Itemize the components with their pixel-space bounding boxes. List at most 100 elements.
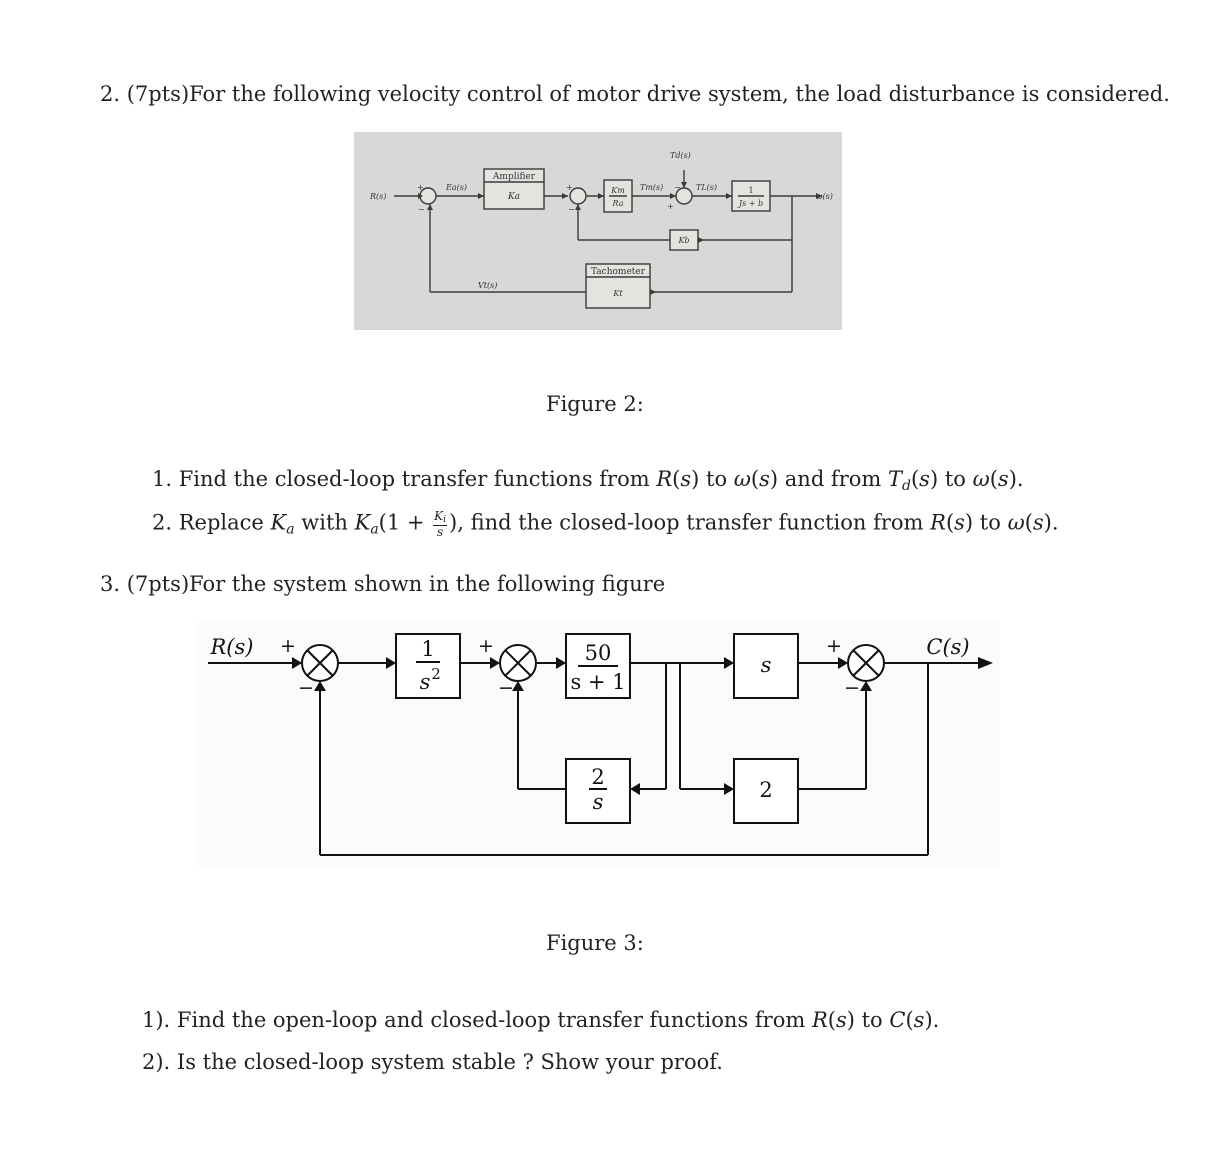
math-symbol: ) (449, 510, 458, 535)
math-subscript: a (370, 521, 379, 538)
q3-item-2: 2). Is the closed-loop system stable ? S… (142, 1050, 723, 1075)
math-symbol: R (811, 1008, 828, 1032)
figure-3-caption: Figure 3: (546, 931, 644, 955)
math-symbol: (1 + (378, 510, 432, 535)
block1-numerator: 1 (421, 637, 434, 661)
math-symbol: s (919, 467, 930, 491)
math-symbol: s (680, 467, 692, 491)
plus-sign: + (478, 635, 494, 657)
plus-sign: + (826, 635, 842, 657)
plus-sign: + (566, 183, 573, 192)
math-symbol: K (434, 509, 444, 523)
item-text: Find the closed-loop transfer functions … (178, 467, 657, 491)
item-text: . (1016, 467, 1024, 491)
plus-sign: + (667, 202, 674, 211)
block4-numerator: 2 (591, 765, 604, 789)
math-symbol: s (1032, 510, 1044, 535)
minus-sign: − (498, 677, 514, 699)
item-number: 1). (142, 1008, 171, 1032)
math-symbol: ω (972, 467, 990, 491)
block2-denominator: s + 1 (570, 670, 625, 694)
item-text: , find the closed-loop transfer function… (457, 510, 931, 535)
math-symbol: R (930, 510, 946, 535)
question-text: (7pts)For the following velocity control… (126, 82, 1170, 106)
math-symbol: s (954, 510, 965, 535)
motor-den: Ra (612, 199, 624, 208)
math-symbol: T (887, 467, 902, 491)
amplifier-gain: Ka (507, 192, 520, 202)
minus-sign: − (298, 677, 314, 699)
math-symbol: s (437, 525, 444, 539)
math-symbol: ω (1007, 510, 1025, 535)
motor-num: Km (610, 186, 625, 195)
output-label: C(s) (926, 635, 969, 659)
minus-sign: − (568, 205, 575, 214)
math-subscript: i (443, 515, 447, 525)
block4-denominator: s (593, 790, 604, 814)
figure-3-block-diagram: R(s) C(s) 1 s 2 50 s + 1 s 2 s 2 + − + −… (196, 622, 1000, 867)
block-two (733, 758, 799, 824)
block2-numerator: 50 (585, 641, 612, 665)
math-subscript: a (286, 521, 295, 538)
label-r: R(s) (369, 192, 386, 201)
tachometer-block (585, 263, 651, 309)
label-vt: Vt(s) (478, 281, 497, 290)
question-text: (7pts)For the system shown in the follow… (126, 572, 666, 596)
plus-sign: + (280, 635, 296, 657)
label-tm: Tm(s) (640, 183, 663, 192)
item-number: 1. (152, 467, 173, 491)
tachometer-label: Tachometer (591, 267, 646, 277)
item-text: . (1051, 510, 1059, 535)
block-two-over-s (565, 758, 631, 824)
item-text: Replace (178, 510, 271, 535)
math-symbol: K (270, 510, 287, 535)
block5-label: 2 (759, 778, 772, 802)
label-tl: TL(s) (696, 183, 717, 192)
block1-denominator: s (420, 670, 431, 694)
question-number: 2. (100, 82, 121, 106)
math-symbol: ω (733, 467, 751, 491)
block-s (733, 633, 799, 699)
block3-label: s (761, 653, 772, 677)
math-subscript: d (902, 478, 911, 494)
math-symbol: R (656, 467, 673, 491)
q3-item-1: 1). Find the open-loop and closed-loop t… (142, 1008, 940, 1032)
item-text: Find the open-loop and closed-loop trans… (176, 1008, 812, 1032)
item-text: Is the closed-loop system stable ? Show … (176, 1050, 723, 1074)
minus-sign: − (418, 205, 425, 214)
item-text: to (854, 1008, 890, 1032)
item-text: to (699, 467, 734, 491)
load-den: Js + b (737, 199, 763, 208)
item-text: . (932, 1008, 940, 1032)
minus-sign: − (674, 183, 681, 192)
label-td: Td(s) (670, 151, 691, 160)
load-num: 1 (748, 186, 753, 195)
math-symbol: K (354, 510, 371, 535)
item-text: with (294, 510, 355, 535)
math-symbol: s (835, 1008, 847, 1032)
math-symbol: s (913, 1008, 925, 1032)
minus-sign: − (844, 677, 860, 699)
amplifier-block (483, 168, 545, 210)
plus-sign: + (417, 183, 424, 192)
item-number: 2). (142, 1050, 171, 1074)
block-one-over-s-squared (395, 633, 461, 699)
question-2-heading: 2. (7pts)For the following velocity cont… (100, 82, 1170, 107)
back-emf-gain: Kb (677, 236, 689, 245)
math-symbol: s (997, 467, 1009, 491)
math-symbol: s (759, 467, 770, 491)
figure-2-block-diagram: R(s) Ea(s) Td(s) Tm(s) TL(s) ω(s) Vt(s) … (354, 132, 842, 330)
tachometer-gain: Kt (612, 289, 623, 298)
question-3-heading: 3. (7pts)For the system shown in the fol… (100, 572, 665, 597)
item-text: to (973, 510, 1008, 535)
label-ea: Ea(s) (445, 183, 467, 192)
math-symbol: C (889, 1008, 906, 1032)
q2-item-1: 1. Find the closed-loop transfer functio… (152, 467, 1024, 494)
item-number: 2. (152, 510, 173, 535)
question-number: 3. (100, 572, 121, 596)
item-text: and from (778, 467, 888, 491)
amplifier-label: Amplifier (492, 172, 536, 182)
item-text: to (938, 467, 973, 491)
